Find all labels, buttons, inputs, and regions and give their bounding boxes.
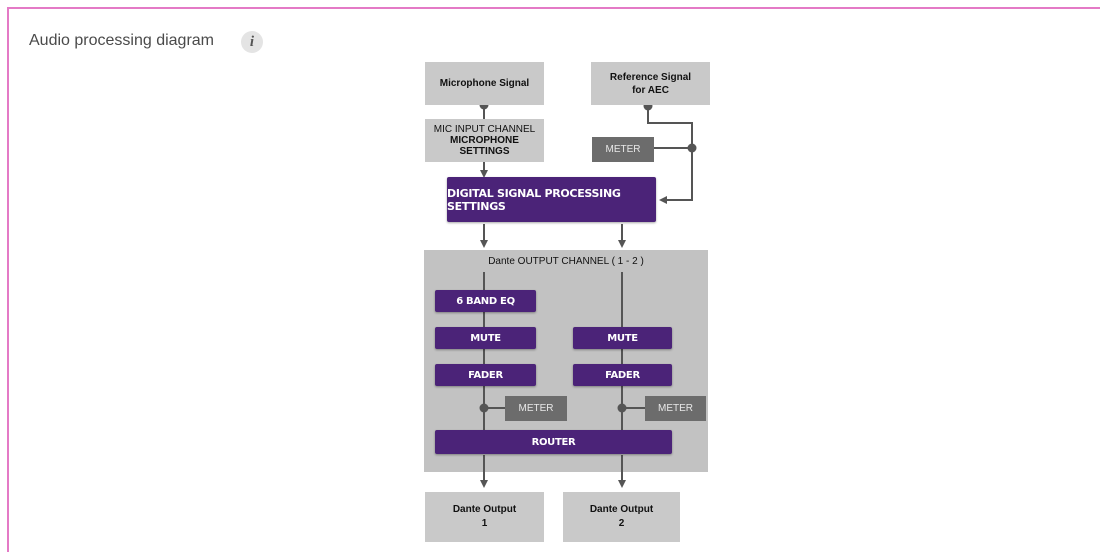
- meter-box-1: METER: [505, 396, 567, 421]
- line-ref-path: [647, 106, 693, 204]
- fader-label-1: FADER: [468, 369, 503, 381]
- eq-6band-box: 6 BAND EQ: [435, 290, 536, 312]
- fader-box-2: FADER: [573, 364, 672, 386]
- fader-label-2: FADER: [605, 369, 640, 381]
- reference-signal-label-1: Reference Signal: [609, 71, 692, 83]
- mic-input-channel-box: MIC INPUT CHANNEL MICROPHONE SETTINGS: [425, 119, 544, 162]
- dante-output-2-number: 2: [618, 518, 625, 529]
- junction-dot: [617, 403, 627, 413]
- junction-dot: [479, 403, 489, 413]
- info-icon[interactable]: i: [241, 31, 263, 53]
- dante-output-channel-label: Dante OUTPUT CHANNEL ( 1 - 2 ): [488, 256, 644, 267]
- mute-box-2: MUTE: [573, 327, 672, 349]
- dante-output-1-label: Dante Output: [452, 504, 517, 515]
- mute-label-2: MUTE: [607, 332, 638, 344]
- page-title: Audio processing diagram: [29, 32, 214, 49]
- mic-settings-label-1: MICROPHONE: [450, 135, 519, 146]
- reference-meter-label: METER: [605, 144, 641, 155]
- dante-output-2-label: Dante Output: [589, 504, 654, 515]
- mute-label-1: MUTE: [470, 332, 501, 344]
- eq-6band-label: 6 BAND EQ: [456, 295, 515, 307]
- reference-meter-box: METER: [592, 137, 654, 162]
- dante-output-1-box: Dante Output 1: [425, 492, 544, 542]
- router-label: ROUTER: [531, 436, 576, 448]
- meter-box-2: METER: [645, 396, 706, 421]
- mic-settings-label-2: SETTINGS: [459, 146, 510, 157]
- mic-input-channel-label: MIC INPUT CHANNEL: [433, 124, 536, 135]
- microphone-signal-label: Microphone Signal: [439, 78, 530, 89]
- fader-box-1: FADER: [435, 364, 536, 386]
- microphone-signal-box: Microphone Signal: [425, 62, 544, 105]
- dante-output-1-number: 1: [481, 518, 488, 529]
- mute-box-1: MUTE: [435, 327, 536, 349]
- dsp-settings-label: DIGITAL SIGNAL PROCESSING SETTINGS: [447, 186, 621, 213]
- meter-label-2: METER: [658, 403, 693, 414]
- meter-label-1: METER: [518, 403, 554, 414]
- junction-dot: [687, 143, 697, 153]
- dsp-settings-box: DIGITAL SIGNAL PROCESSING SETTINGS: [447, 177, 656, 222]
- dante-output-2-box: Dante Output 2: [563, 492, 680, 542]
- router-box: ROUTER: [435, 430, 672, 454]
- reference-signal-box: Reference Signal for AEC: [591, 62, 710, 105]
- reference-signal-label-2: for AEC: [632, 84, 669, 96]
